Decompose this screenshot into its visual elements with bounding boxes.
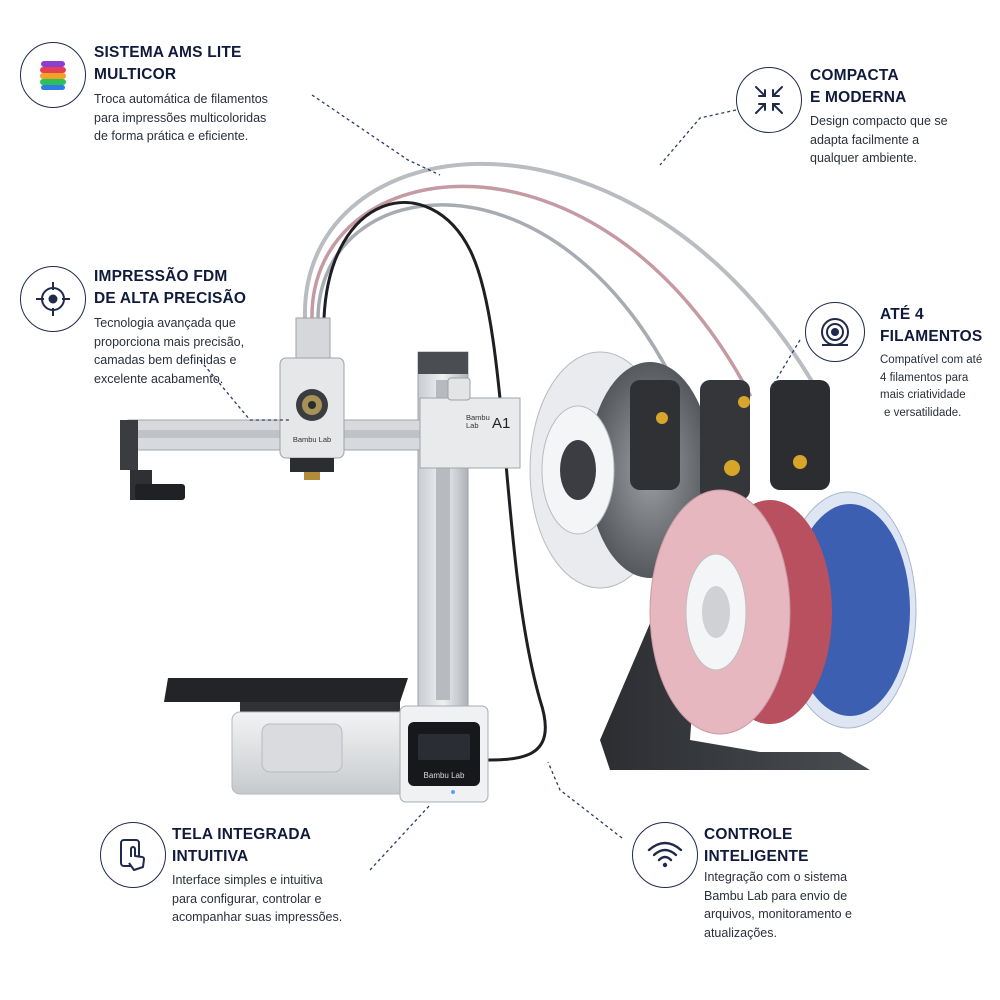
ams-lite-hub [630, 380, 830, 500]
control-base: Bambu Lab [399, 705, 489, 803]
gantry-brand-bottom: Lab [466, 421, 479, 430]
toolhead: Bambu Lab [279, 317, 345, 480]
crosshair-icon [20, 266, 86, 332]
feature-compact-description: Design compacto que se adapta facilmente… [810, 114, 948, 165]
feature-screen-title: TELA INTEGRADA INTUITIVA [172, 826, 312, 865]
toolhead-brand-label: Bambu Lab [293, 435, 331, 444]
feature-ams-title: SISTEMA AMS LITE MULTICOR [94, 44, 242, 83]
filament-tubes [302, 161, 822, 762]
feature-fdm-title: IMPRESSÃO FDM DE ALTA PRECISÃO [94, 268, 247, 307]
feature-filaments-description: Compatível com até 4 filamentos para mai… [880, 354, 983, 419]
feature-fdm-description: Tecnologia avançada que proporciona mais… [94, 316, 245, 386]
gantry-brand-top: Bambu [466, 413, 490, 422]
pink-spool [649, 489, 791, 735]
feature-smart-description: Integração com o sistema Bambu Lab para … [704, 870, 852, 940]
feature-ams-description: Troca automática de filamentos para impr… [94, 92, 268, 143]
spool-icon [805, 302, 865, 362]
model-label: A1 [492, 415, 510, 432]
screen-brand-label: Bambu Lab [424, 771, 465, 780]
leader-lines [199, 94, 801, 871]
wifi-icon [632, 822, 698, 888]
feature-smart-title: CONTROLE INTELIGENTE [704, 826, 809, 865]
feature-screen-description: Interface simples e intuitiva para confi… [172, 873, 343, 924]
feature-filaments-title: ATÉ 4 FILAMENTOS [880, 306, 983, 345]
compress-arrows-icon [736, 67, 802, 133]
print-bed [164, 678, 409, 795]
touch-screen-icon [100, 822, 166, 888]
feature-compact-title: COMPACTA E MODERNA [810, 67, 907, 106]
multicolor-layers-icon [20, 42, 86, 108]
